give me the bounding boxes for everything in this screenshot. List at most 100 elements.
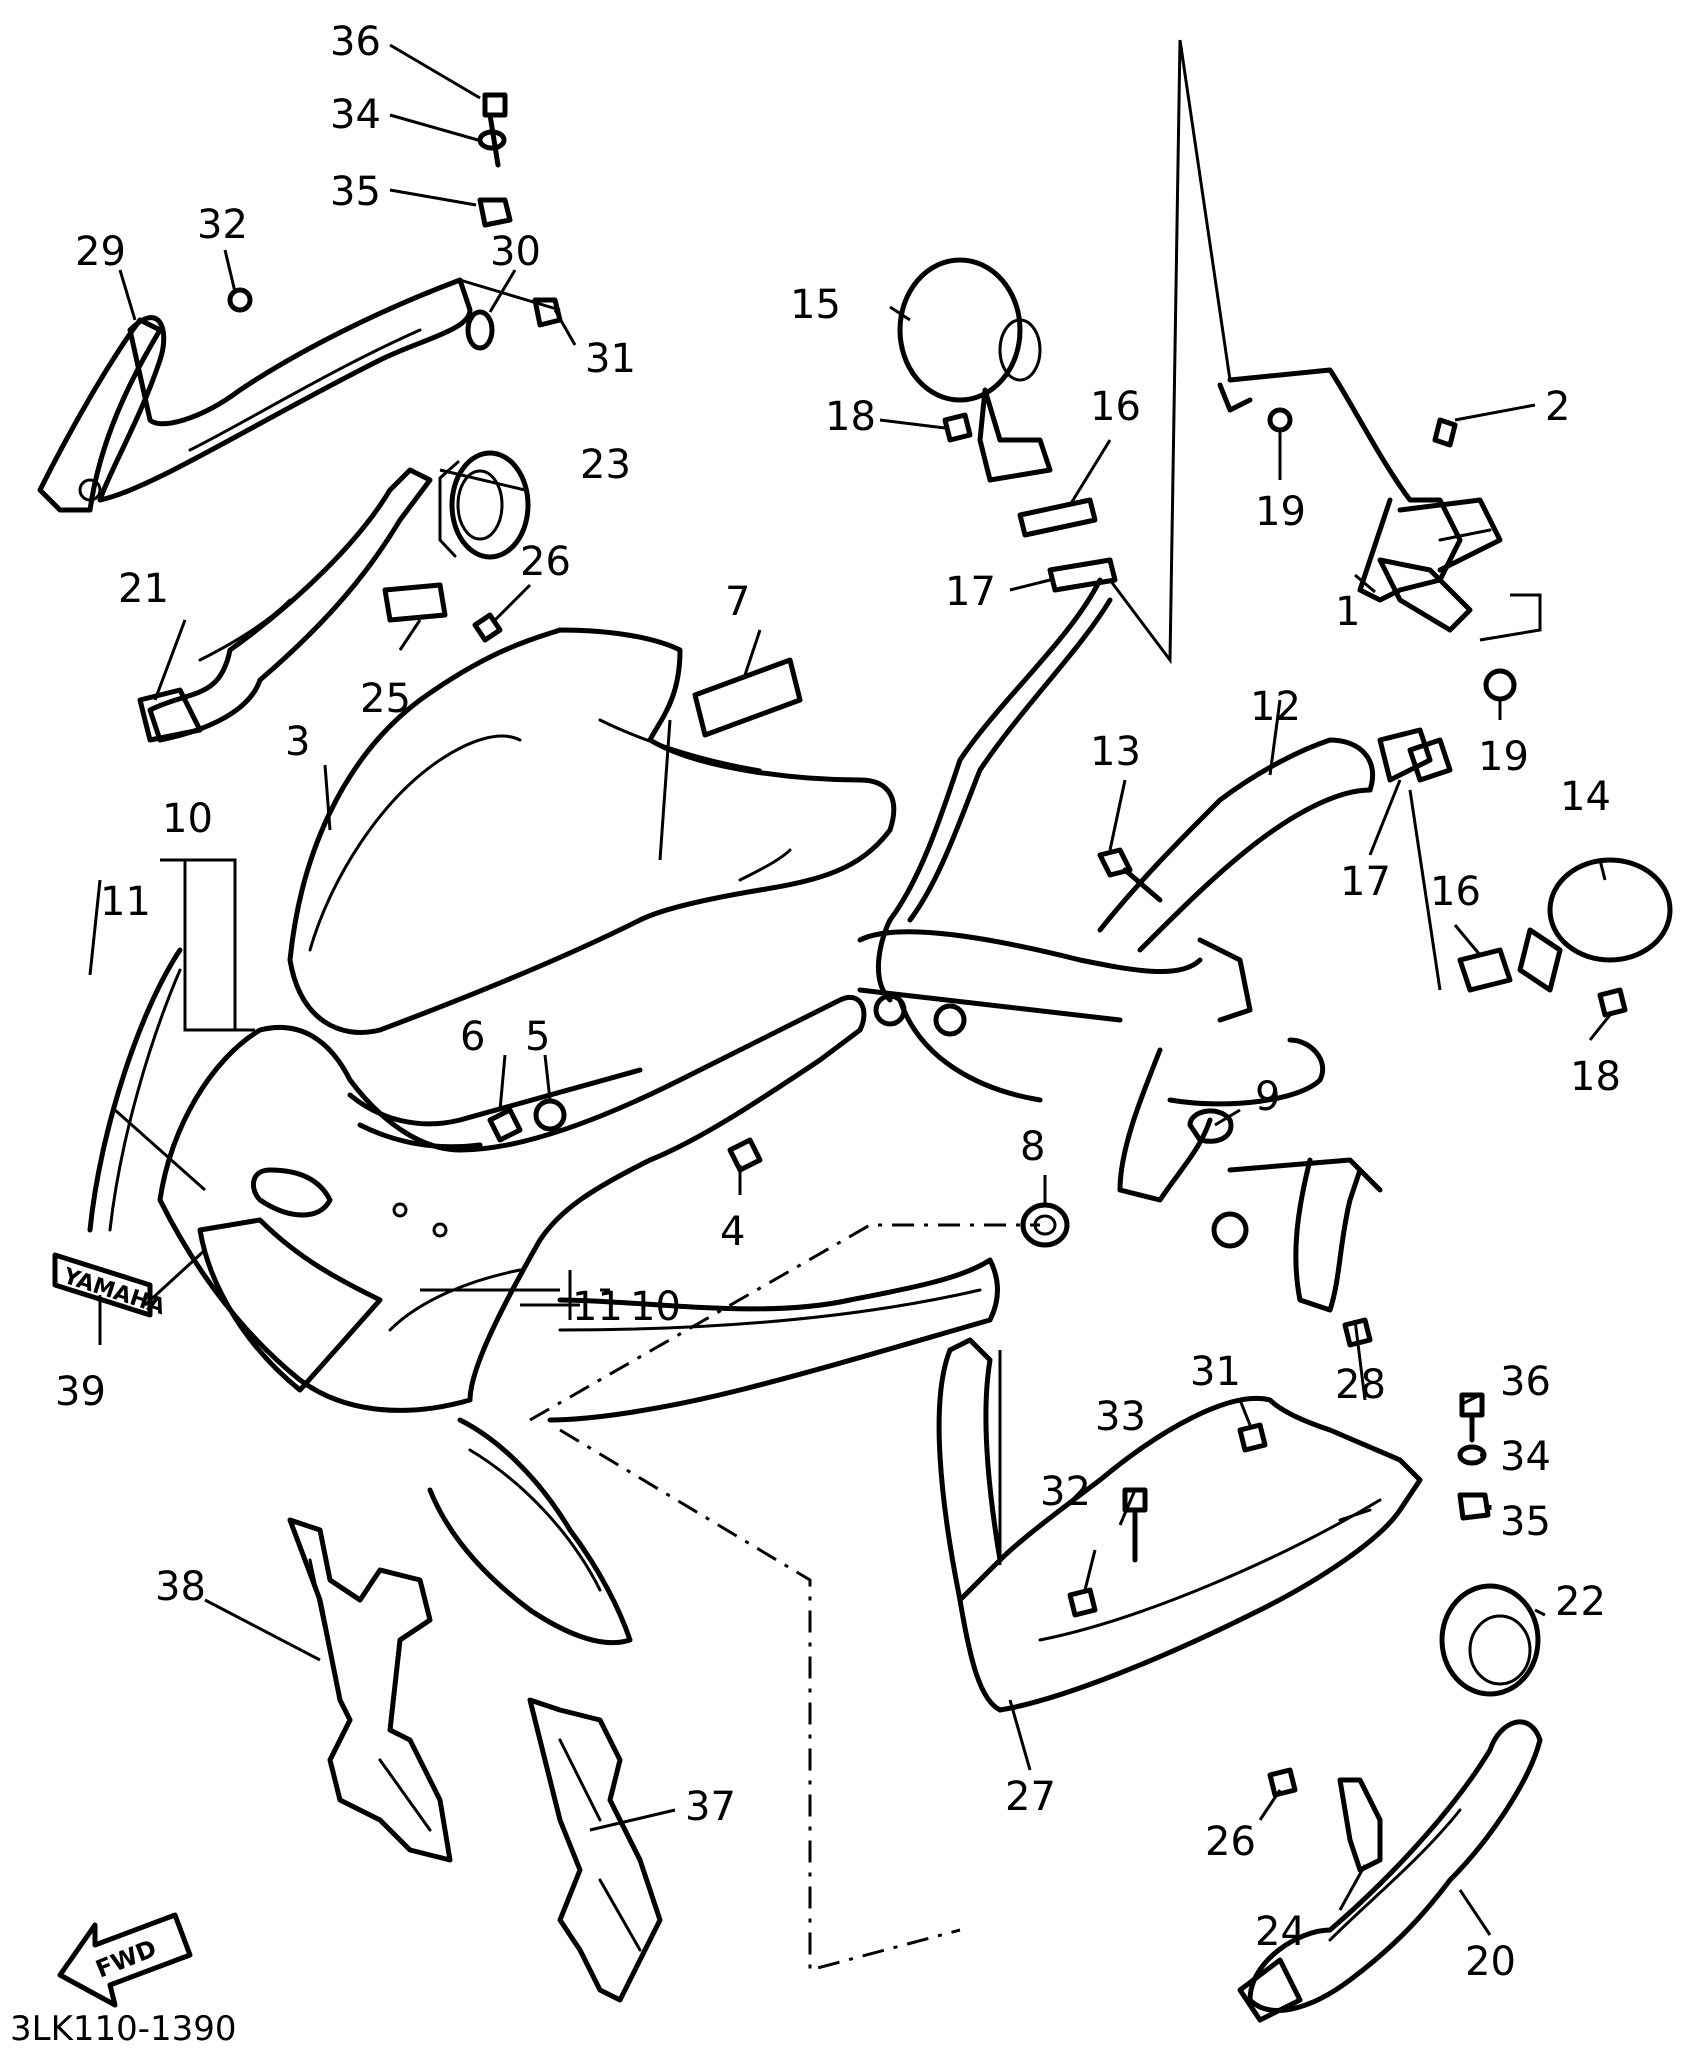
part-20-air-duct bbox=[1237, 1719, 1543, 2023]
callout-15: 15 bbox=[790, 282, 841, 328]
part-31-clip-lower bbox=[1237, 1422, 1268, 1453]
part-15-mirror bbox=[897, 257, 1053, 483]
callout-28: 28 bbox=[1335, 1362, 1386, 1408]
part-2-screw bbox=[1432, 417, 1458, 448]
callout-6: 6 bbox=[460, 1014, 485, 1060]
part-29-side-cover bbox=[37, 277, 473, 513]
part-22-grommet bbox=[1439, 1583, 1541, 1697]
part-14-mirror bbox=[1457, 857, 1673, 993]
callout-29: 29 bbox=[75, 229, 126, 275]
callout-24: 24 bbox=[1255, 1909, 1306, 1955]
part-25-bracket bbox=[382, 582, 448, 623]
callout-31-lower: 31 bbox=[1190, 1349, 1241, 1395]
assembly-dash-lines bbox=[529, 1223, 1040, 1972]
callout-1: 1 bbox=[1335, 589, 1360, 635]
part-38-inner-panel bbox=[287, 1517, 453, 1863]
part-17-plate bbox=[1047, 557, 1118, 593]
callout-36: 36 bbox=[330, 19, 381, 65]
diagram-code: 3LK110-1390 bbox=[10, 2009, 237, 2049]
callout-35: 35 bbox=[330, 169, 381, 215]
callout-32: 32 bbox=[197, 202, 248, 248]
part-30-washer bbox=[465, 309, 495, 351]
part-36-bolt-lower bbox=[1459, 1392, 1485, 1443]
part-18-screw bbox=[942, 412, 973, 443]
callout-27: 27 bbox=[1005, 1774, 1056, 1820]
part-35-nut-lower bbox=[1457, 1492, 1491, 1521]
part-16-gasket bbox=[1017, 497, 1098, 538]
part-12-fairing-stay bbox=[857, 577, 1453, 1313]
callout-9: 9 bbox=[1255, 1074, 1280, 1120]
callout-19-lower: 19 bbox=[1478, 734, 1529, 780]
callout-4: 4 bbox=[720, 1209, 745, 1255]
part-4-bolt bbox=[727, 1137, 763, 1173]
part-19-nut-upper bbox=[1267, 407, 1293, 433]
part-11-pinstripe bbox=[87, 947, 183, 1233]
callout-21: 21 bbox=[118, 566, 169, 612]
part-27-lower-cowling bbox=[936, 1337, 1423, 1713]
part-3-windshield bbox=[287, 627, 897, 1035]
callout-38: 38 bbox=[155, 1564, 206, 1610]
part-36-bolt bbox=[482, 92, 508, 168]
callout-33: 33 bbox=[1095, 1394, 1146, 1440]
callout-34-lower: 34 bbox=[1500, 1434, 1551, 1480]
callout-17: 17 bbox=[945, 569, 996, 615]
callout-30: 30 bbox=[490, 229, 541, 275]
callout-11-top: 11 bbox=[100, 879, 151, 925]
callout-22: 22 bbox=[1555, 1579, 1606, 1625]
callout-12: 12 bbox=[1250, 684, 1301, 730]
callout-26: 26 bbox=[520, 539, 571, 585]
part-8-damper bbox=[1020, 1202, 1070, 1248]
callout-36-lower: 36 bbox=[1500, 1359, 1551, 1405]
callout-31: 31 bbox=[585, 336, 636, 382]
part-13-bolt bbox=[1097, 847, 1163, 903]
part-24-bracket bbox=[1337, 1777, 1383, 1873]
callout-34: 34 bbox=[330, 92, 381, 138]
part-35-nut bbox=[477, 197, 513, 228]
callout-16-right: 16 bbox=[1430, 869, 1481, 915]
callout-3: 3 bbox=[285, 719, 310, 765]
part-32-screw-lower bbox=[1067, 1587, 1098, 1618]
callout-2: 2 bbox=[1545, 384, 1570, 430]
callout-8: 8 bbox=[1020, 1124, 1045, 1170]
part-34-washer bbox=[477, 129, 507, 151]
callout-18: 18 bbox=[825, 394, 876, 440]
callout-16: 16 bbox=[1090, 384, 1141, 430]
callout-10-mid: 10 bbox=[630, 1284, 681, 1330]
part-37-inner-panel bbox=[527, 1697, 663, 2003]
callout-numbers: 36 34 35 32 29 30 31 23 26 21 25 7 3 10 … bbox=[55, 19, 1621, 1985]
part-19-nut-lower bbox=[1483, 668, 1517, 702]
callout-10-top: 10 bbox=[162, 796, 213, 842]
part-1-bracket bbox=[1217, 367, 1503, 633]
callout-19-upper: 19 bbox=[1255, 489, 1306, 535]
part-23-grommet bbox=[438, 450, 531, 560]
part-33-screw bbox=[1122, 1487, 1148, 1563]
part-26-screw bbox=[472, 612, 503, 643]
fwd-arrow: FWD bbox=[57, 1912, 193, 2008]
part-18-screw-right bbox=[1597, 987, 1628, 1018]
part-39-brand-plate: YAMAHA bbox=[52, 1252, 168, 1320]
part-6-nut bbox=[487, 1107, 523, 1143]
leader-lines bbox=[88, 39, 1612, 1936]
callout-18-right: 18 bbox=[1570, 1054, 1621, 1100]
callout-14: 14 bbox=[1560, 774, 1611, 820]
callout-13: 13 bbox=[1090, 729, 1141, 775]
fasteners bbox=[227, 92, 1628, 1798]
callout-32-lower: 32 bbox=[1040, 1469, 1091, 1515]
callout-26-lower: 26 bbox=[1205, 1819, 1256, 1865]
part-26-screw-lower bbox=[1267, 1767, 1298, 1798]
callout-7: 7 bbox=[725, 579, 750, 625]
callout-39: 39 bbox=[55, 1369, 106, 1415]
part-9-damper bbox=[1187, 1108, 1234, 1144]
callout-17-right: 17 bbox=[1340, 859, 1391, 905]
callout-37: 37 bbox=[685, 1784, 736, 1830]
callout-25: 25 bbox=[360, 676, 411, 722]
part-5-grommet bbox=[533, 1098, 567, 1132]
part-7-decal bbox=[692, 657, 803, 738]
part-32-screw bbox=[227, 287, 253, 313]
callout-20: 20 bbox=[1465, 1939, 1516, 1985]
part-upper-cowling bbox=[157, 994, 1000, 1646]
callout-11-mid: 11 bbox=[572, 1284, 623, 1330]
callout-5: 5 bbox=[525, 1014, 550, 1060]
part-21-air-duct bbox=[137, 467, 433, 743]
